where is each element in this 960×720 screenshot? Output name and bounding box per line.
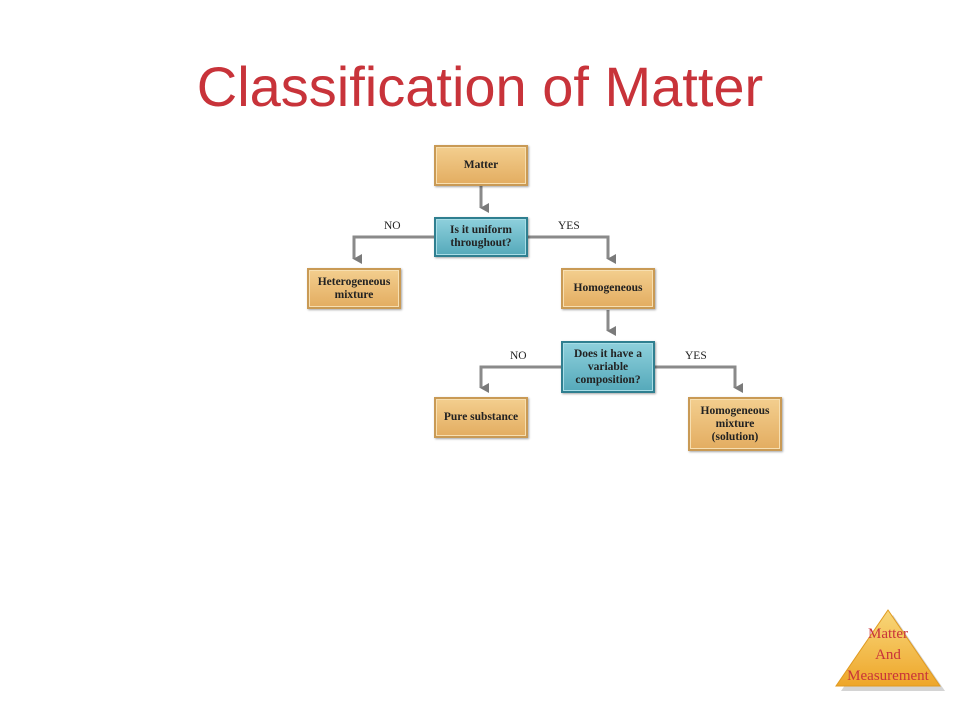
connector-uniform-yes (527, 235, 616, 264)
node-variable-question: Does it have a variable composition? (561, 341, 655, 393)
logo-triangle-icon (835, 609, 945, 691)
node-uniform-question: Is it uniform throughout? (434, 217, 528, 257)
slide-title: Classification of Matter (196, 55, 764, 118)
connector-variable-yes (655, 365, 743, 393)
logo-line-measurement: Measurement (847, 668, 929, 684)
node-heterogeneous-mixture: Heterogeneous mixture (307, 268, 401, 309)
node-homogeneous-mixture-solution: Homogeneous mixture (solution) (688, 397, 782, 451)
label-variable-no: NO (510, 350, 527, 362)
node-homogeneous: Homogeneous (561, 268, 655, 309)
label-uniform-no: NO (384, 220, 401, 232)
connector-variable-no (479, 365, 561, 393)
label-variable-yes: YES (685, 350, 707, 362)
matter-and-measurement-logo: Matter And Measurement (830, 606, 946, 692)
label-uniform-yes: YES (558, 220, 580, 232)
node-matter: Matter (434, 145, 528, 186)
logo-line-and: And (875, 647, 901, 663)
node-pure-substance: Pure substance (434, 397, 528, 438)
logo-line-matter: Matter (868, 626, 908, 642)
connector-uniform-no (352, 235, 434, 264)
